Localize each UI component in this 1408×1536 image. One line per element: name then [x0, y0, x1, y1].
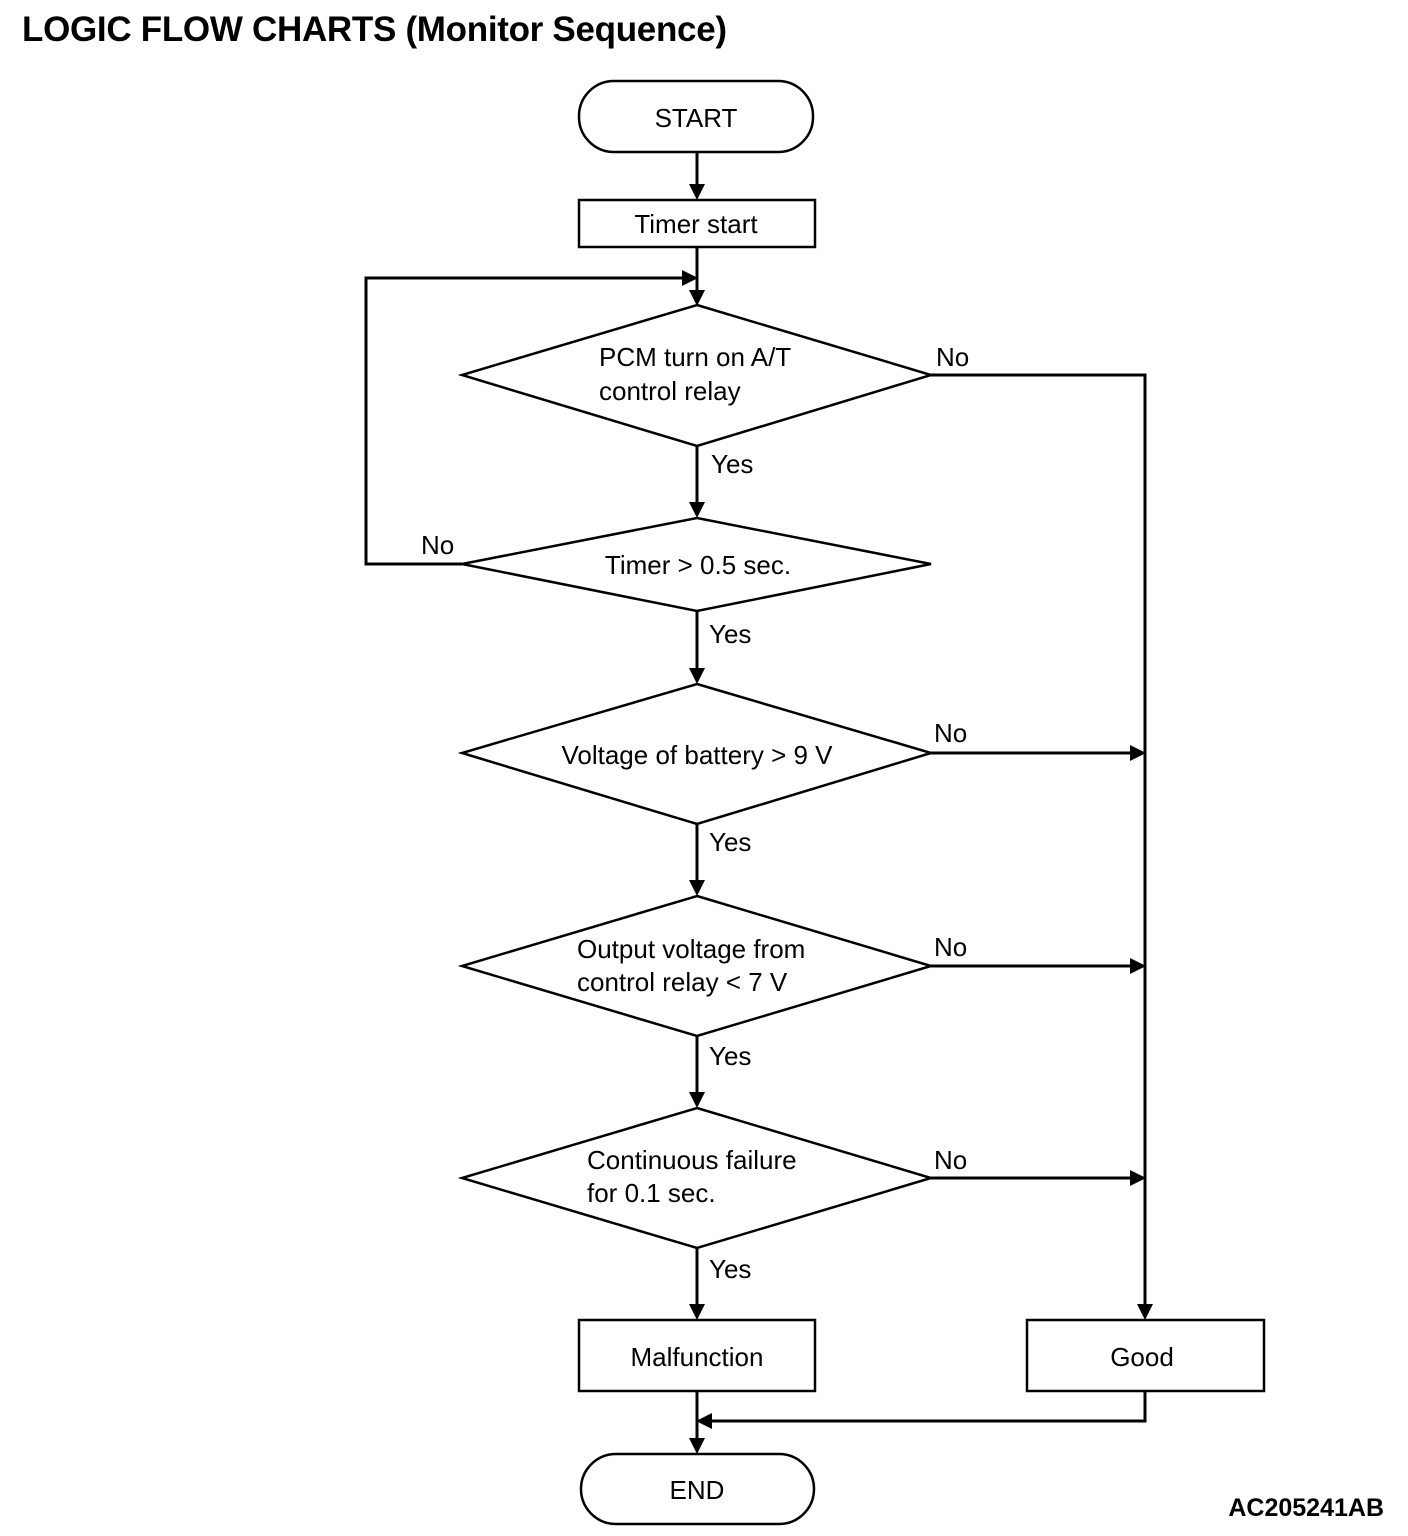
arrowhead [689, 1092, 705, 1108]
battery-diamond [457, 682, 936, 826]
pcm-relay-line-2: control relay [599, 376, 741, 406]
timer-no-label: No [421, 530, 454, 560]
arrowheads [682, 184, 1153, 1454]
arrowhead [682, 270, 698, 286]
arrowhead [1137, 1304, 1153, 1320]
timer-start-shape [577, 198, 817, 249]
start-shape [577, 79, 815, 154]
arrowhead [689, 1304, 705, 1320]
good-box: Good [1025, 1318, 1266, 1393]
arrowhead [1130, 745, 1146, 761]
continuous-decision: Continuous failure for 0.1 sec. [457, 1106, 936, 1250]
good-shape [1025, 1318, 1266, 1393]
arrowhead [689, 184, 705, 200]
output-diamond [457, 894, 936, 1038]
timer-start-label: Timer start [634, 209, 758, 239]
battery-no-label: No [934, 718, 967, 748]
continuous-line-1: Continuous failure [587, 1145, 797, 1175]
arrowhead [689, 668, 705, 684]
timer-check-label: Timer > 0.5 sec. [605, 550, 791, 580]
battery-decision: Voltage of battery > 9 V [457, 682, 936, 826]
timer-yes-label: Yes [709, 619, 751, 649]
figure-code: AC205241AB [1228, 1494, 1384, 1522]
end-shape [579, 1452, 816, 1526]
malfunction-box: Malfunction [577, 1318, 817, 1393]
timer-check-decision: Timer > 0.5 sec. [461, 516, 932, 613]
output-line-1: Output voltage from [577, 934, 805, 964]
continuous-line-2: for 0.1 sec. [587, 1178, 716, 1208]
pcm-relay-decision: PCM turn on A/T control relay [457, 303, 936, 448]
battery-label: Voltage of battery > 9 V [561, 740, 833, 770]
arrowhead [696, 1413, 712, 1429]
start-terminal: START [577, 79, 815, 154]
arrowhead [1130, 958, 1146, 974]
end-terminal: END [579, 1452, 816, 1526]
malfunction-shape [577, 1318, 817, 1393]
output-no-label: No [934, 932, 967, 962]
end-label: END [670, 1475, 725, 1505]
timer-start-box: Timer start [577, 198, 817, 249]
connector-good-end [710, 1391, 1147, 1423]
pcm-yes-label: Yes [711, 449, 753, 479]
arrowhead [689, 290, 705, 306]
page-title: LOGIC FLOW CHARTS (Monitor Sequence) [22, 10, 727, 49]
edge-labels: No Yes No Yes No Yes No Yes No Yes [421, 342, 969, 1284]
continuous-diamond [457, 1106, 936, 1250]
pcm-relay-diamond [457, 303, 936, 448]
pcm-no-label: No [936, 342, 969, 372]
arrowhead [689, 502, 705, 518]
arrowhead [689, 1438, 705, 1454]
continuous-yes-label: Yes [709, 1254, 751, 1284]
output-yes-label: Yes [709, 1041, 751, 1071]
arrowhead [689, 880, 705, 896]
output-decision: Output voltage from control relay < 7 V [457, 894, 936, 1038]
connector-right-rail [931, 373, 1147, 1306]
connector-timercheck-loop [364, 276, 684, 566]
timer-check-diamond [461, 516, 932, 613]
pcm-relay-line-1: PCM turn on A/T [599, 342, 791, 372]
malfunction-label: Malfunction [631, 1342, 764, 1372]
start-label: START [655, 103, 738, 133]
continuous-no-label: No [934, 1145, 967, 1175]
output-line-2: control relay < 7 V [577, 967, 788, 997]
connectors [364, 152, 1147, 1440]
battery-yes-label: Yes [709, 827, 751, 857]
arrowhead [1130, 1170, 1146, 1186]
good-label: Good [1110, 1342, 1174, 1372]
